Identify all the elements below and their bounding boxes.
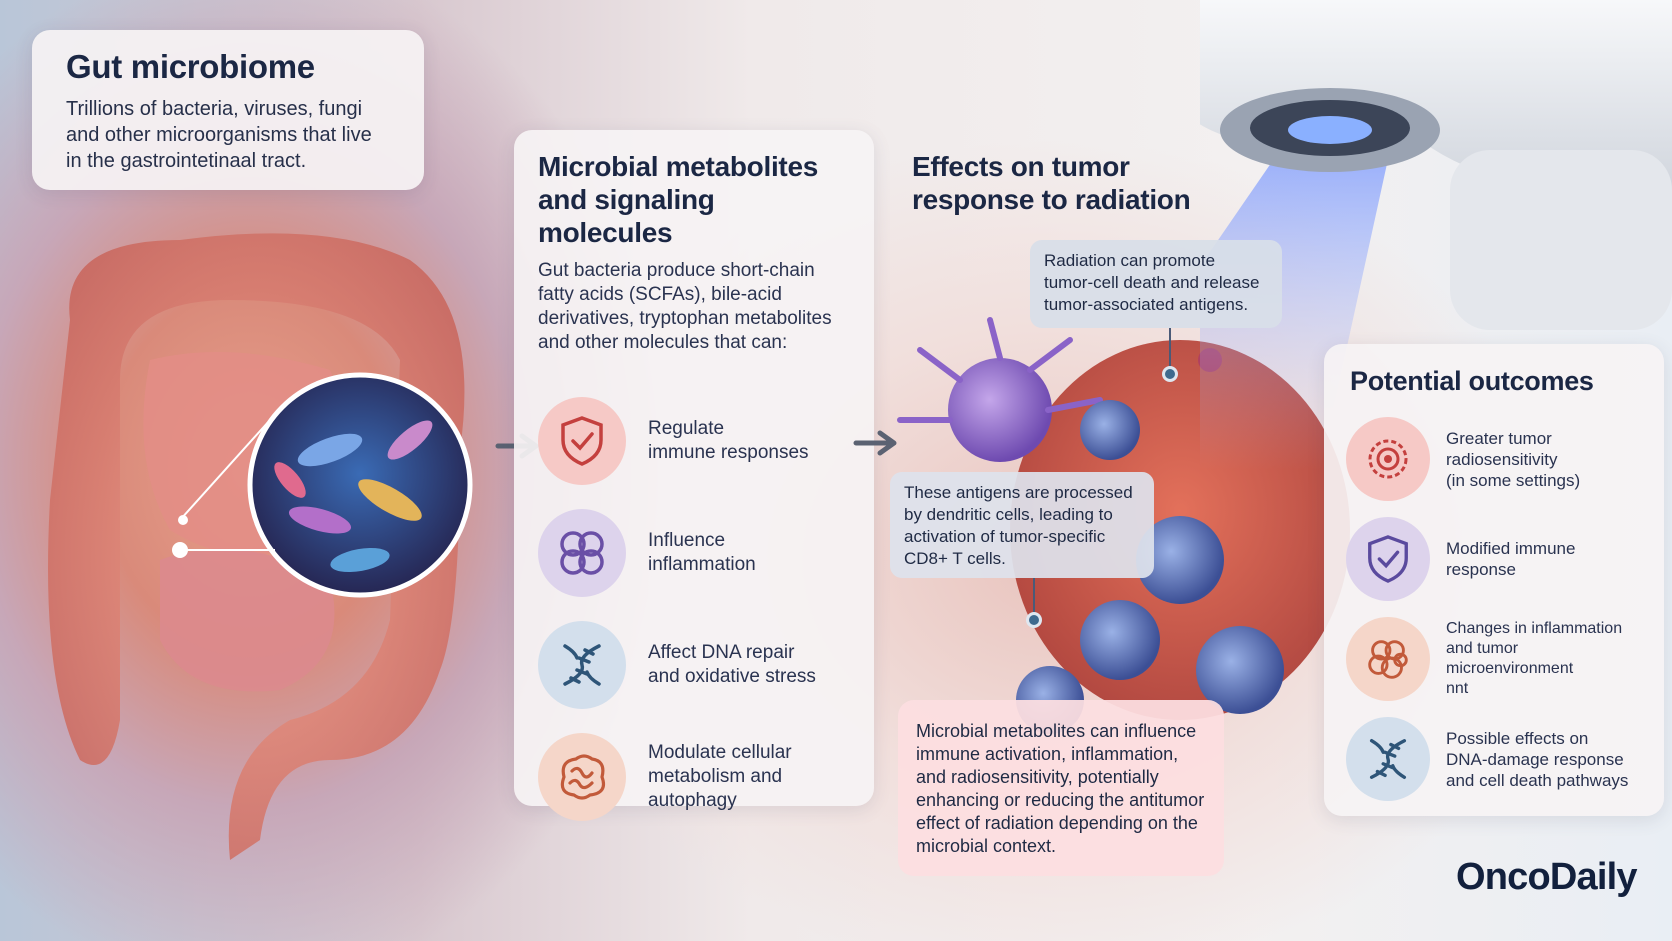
list-item: Affect DNA repair and oxidative stress <box>538 609 850 721</box>
microbial-context-callout: Microbial metabolites can influence immu… <box>898 700 1224 876</box>
list-item-label: Changes in inflammation and tumor microe… <box>1446 619 1638 699</box>
list-item-label: Possible effects on DNA-damage response … <box>1446 728 1628 791</box>
antigen-callout: These antigens are processed by dendriti… <box>890 472 1154 578</box>
callout-pin-dot <box>1026 612 1042 628</box>
label-line: Regulate <box>648 418 725 439</box>
metabolites-title-line1: Microbial metabolites <box>538 151 818 182</box>
label-line: and tumor microenvironment <box>1446 640 1574 677</box>
microbial-metabolites-card: Microbial metabolites and signaling mole… <box>514 130 874 821</box>
label-line: Modulate cellular <box>648 742 792 763</box>
shield-check-icon <box>1346 517 1430 601</box>
outcomes-title: Potential outcomes <box>1350 366 1594 396</box>
label-line: response <box>1446 560 1516 579</box>
metabolite-effects-list: Regulate immune responses Influence infl… <box>538 385 850 833</box>
list-item: Regulate immune responses <box>538 385 850 497</box>
gut-microbiome-card: Gut microbiome Trillions of bacteria, vi… <box>32 30 424 190</box>
list-item: Influence inflammation <box>538 497 850 609</box>
label-line: immune responses <box>648 442 809 463</box>
effects-title-line1: Effects on tumor <box>912 151 1130 182</box>
outcomes-list: Greater tumor radiosensitivity (in some … <box>1346 409 1638 809</box>
gut-microbiome-title: Gut microbiome <box>66 48 315 85</box>
callout-pointer <box>1169 328 1171 368</box>
list-item: Modulate cellular metabolism and autopha… <box>538 721 850 833</box>
metabolites-intro: Gut bacteria produce short-chain fatty a… <box>538 260 832 353</box>
effects-heading: Effects on tumor response to radiation <box>888 130 1224 215</box>
list-item-label: Modulate cellular metabolism and autopha… <box>648 741 850 813</box>
label-line: DNA-damage response <box>1446 749 1624 769</box>
label-line: nnt <box>1446 680 1469 697</box>
potential-outcomes-card: Potential outcomes Greater tumor radiose… <box>1324 344 1664 816</box>
list-item: Greater tumor radiosensitivity (in some … <box>1346 409 1638 509</box>
label-line: Changes in inflammation <box>1446 620 1623 637</box>
list-item-label: Affect DNA repair and oxidative stress <box>648 641 816 689</box>
label-line: Modified immune <box>1446 539 1576 558</box>
list-item-label: Greater tumor radiosensitivity (in some … <box>1446 428 1580 491</box>
list-item: Possible effects on DNA-damage response … <box>1346 709 1638 809</box>
shield-check-icon <box>538 397 626 485</box>
dna-icon <box>538 621 626 709</box>
label-line: and oxidative stress <box>648 666 816 687</box>
label-line: (in some settings) <box>1446 470 1581 490</box>
effects-title: Effects on tumor response to radiation <box>912 150 1200 216</box>
radiation-machine-illustration <box>1200 0 1672 470</box>
dna-icon <box>1346 717 1430 801</box>
label-line: Affect DNA repair <box>648 642 795 663</box>
metabolites-title: Microbial metabolites and signaling mole… <box>538 150 850 249</box>
gut-microbiome-description: Trillions of bacteria, viruses, fungi an… <box>66 98 372 172</box>
cells-cluster-icon <box>538 509 626 597</box>
effects-title-line2: response to radiation <box>912 184 1191 215</box>
list-item: Modified immune response <box>1346 509 1638 609</box>
mitochondria-icon <box>538 733 626 821</box>
list-item-label: Influence inflammation <box>648 529 756 577</box>
label-line: Possible effects on <box>1446 728 1589 748</box>
label-line: Influence <box>648 530 726 551</box>
label-line: metabolism and autophagy <box>648 766 783 811</box>
label-line: radiosensitivity <box>1446 449 1558 469</box>
list-item-label: Regulate immune responses <box>648 417 809 465</box>
list-item: Changes in inflammation and tumor microe… <box>1346 609 1638 709</box>
callout-pin-dot <box>1162 366 1178 382</box>
label-line: inflammation <box>648 554 756 575</box>
tumor-target-icon <box>1346 417 1430 501</box>
arrow-right-icon <box>853 430 897 456</box>
label-line: and cell death pathways <box>1446 770 1629 790</box>
callout-pointer <box>1033 578 1035 614</box>
brand-logo: OncoDaily <box>1456 856 1638 898</box>
intestine-illustration <box>48 233 473 861</box>
label-line: Greater tumor <box>1446 428 1552 448</box>
inflammation-cells-icon <box>1346 617 1430 701</box>
list-item-label: Modified immune response <box>1446 538 1575 580</box>
radiation-callout: Radiation can promote tumor-cell death a… <box>1030 240 1282 328</box>
metabolites-title-line2: and signaling molecules <box>538 184 715 248</box>
